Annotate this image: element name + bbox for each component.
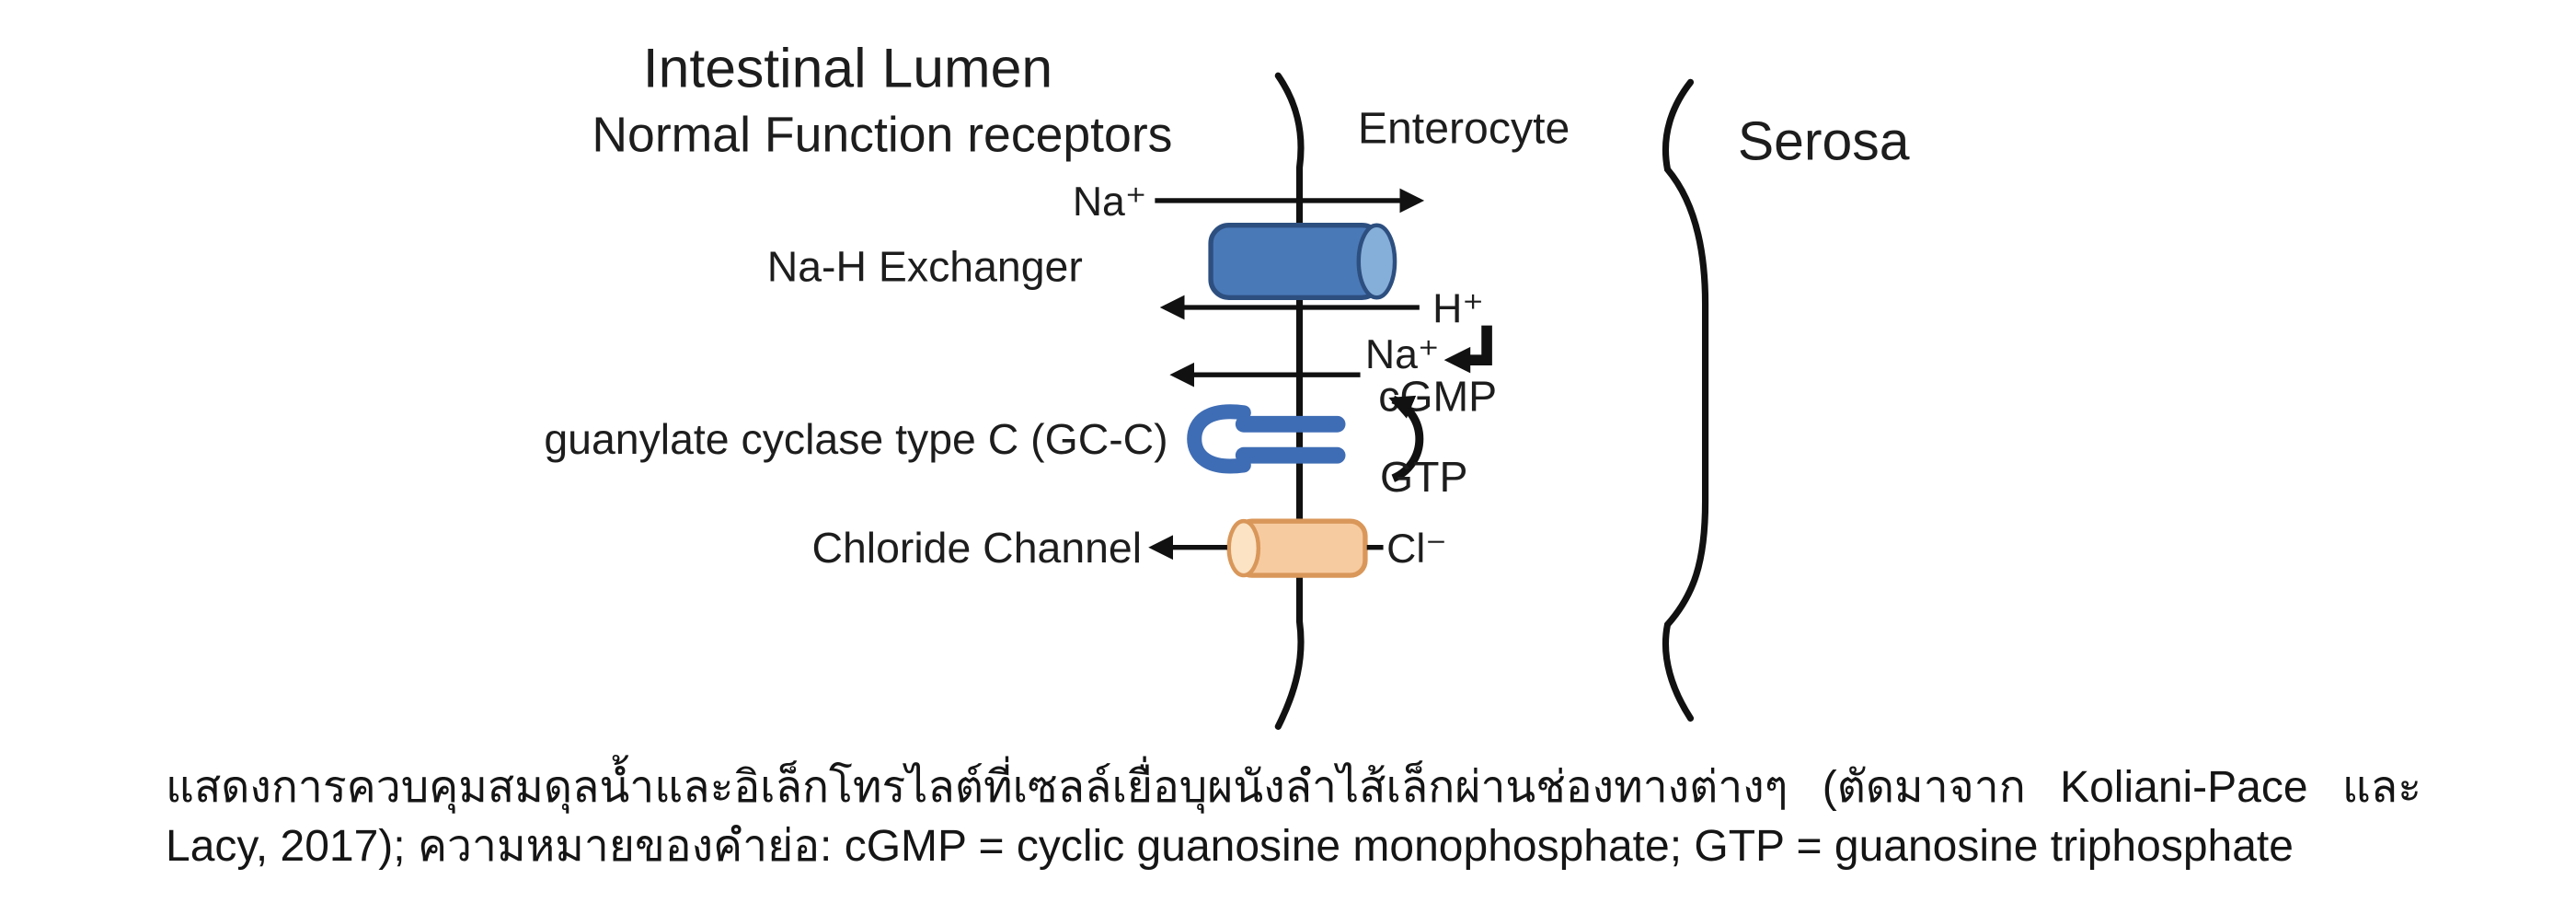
bent-arrow-shaft bbox=[1468, 325, 1492, 365]
enterocyte-label: Enterocyte bbox=[1358, 103, 1570, 153]
na-mid-label: Na⁺ bbox=[1365, 332, 1440, 377]
gtp-label: GTP bbox=[1380, 453, 1467, 501]
gcc-label: guanylate cyclase type C (GC-C) bbox=[544, 415, 1167, 463]
chloride-cylinder-end-cap bbox=[1226, 518, 1261, 578]
caption-line-1: แสดงการควบคุมสมดุลน้ำและอิเล็กโทรไลต์ที่… bbox=[166, 763, 2421, 812]
nah-exchanger-cylinder bbox=[1208, 223, 1397, 300]
cl-label: Cl⁻ bbox=[1386, 526, 1447, 572]
cell-membrane-right-line bbox=[1662, 78, 1709, 722]
exchanger-cylinder-body bbox=[1208, 223, 1383, 300]
chloride-channel-cylinder bbox=[1226, 518, 1368, 578]
cgmp-label: cGMP bbox=[1378, 373, 1497, 421]
lumen-title: Intestinal Lumen bbox=[643, 37, 1052, 99]
gcc-receptor bbox=[1187, 404, 1346, 474]
figure-caption: แสดงการควบคุมสมดุลน้ำและอิเล็กโทรไลต์ที่… bbox=[166, 758, 2421, 876]
lumen-subtitle: Normal Function receptors bbox=[592, 108, 1172, 162]
caption-line-2: Lacy, 2017); ความหมายของคำย่อ: cGMP = cy… bbox=[166, 822, 2294, 871]
chloride-channel-label: Chloride Channel bbox=[811, 524, 1142, 572]
receptor-hook bbox=[1187, 404, 1251, 474]
h-label: H⁺ bbox=[1432, 286, 1484, 331]
serosa-label: Serosa bbox=[1738, 111, 1910, 171]
nah-exchanger-label: Na-H Exchanger bbox=[767, 242, 1083, 290]
exchanger-cylinder-end-cap bbox=[1356, 223, 1397, 300]
na-top-label: Na⁺ bbox=[1073, 179, 1147, 225]
bent-arrow-head bbox=[1443, 346, 1471, 374]
cell-membrane-left-line bbox=[1274, 72, 1305, 730]
bent-arrow bbox=[1443, 325, 1492, 374]
gtp-cgmp-arrow bbox=[1388, 395, 1424, 482]
